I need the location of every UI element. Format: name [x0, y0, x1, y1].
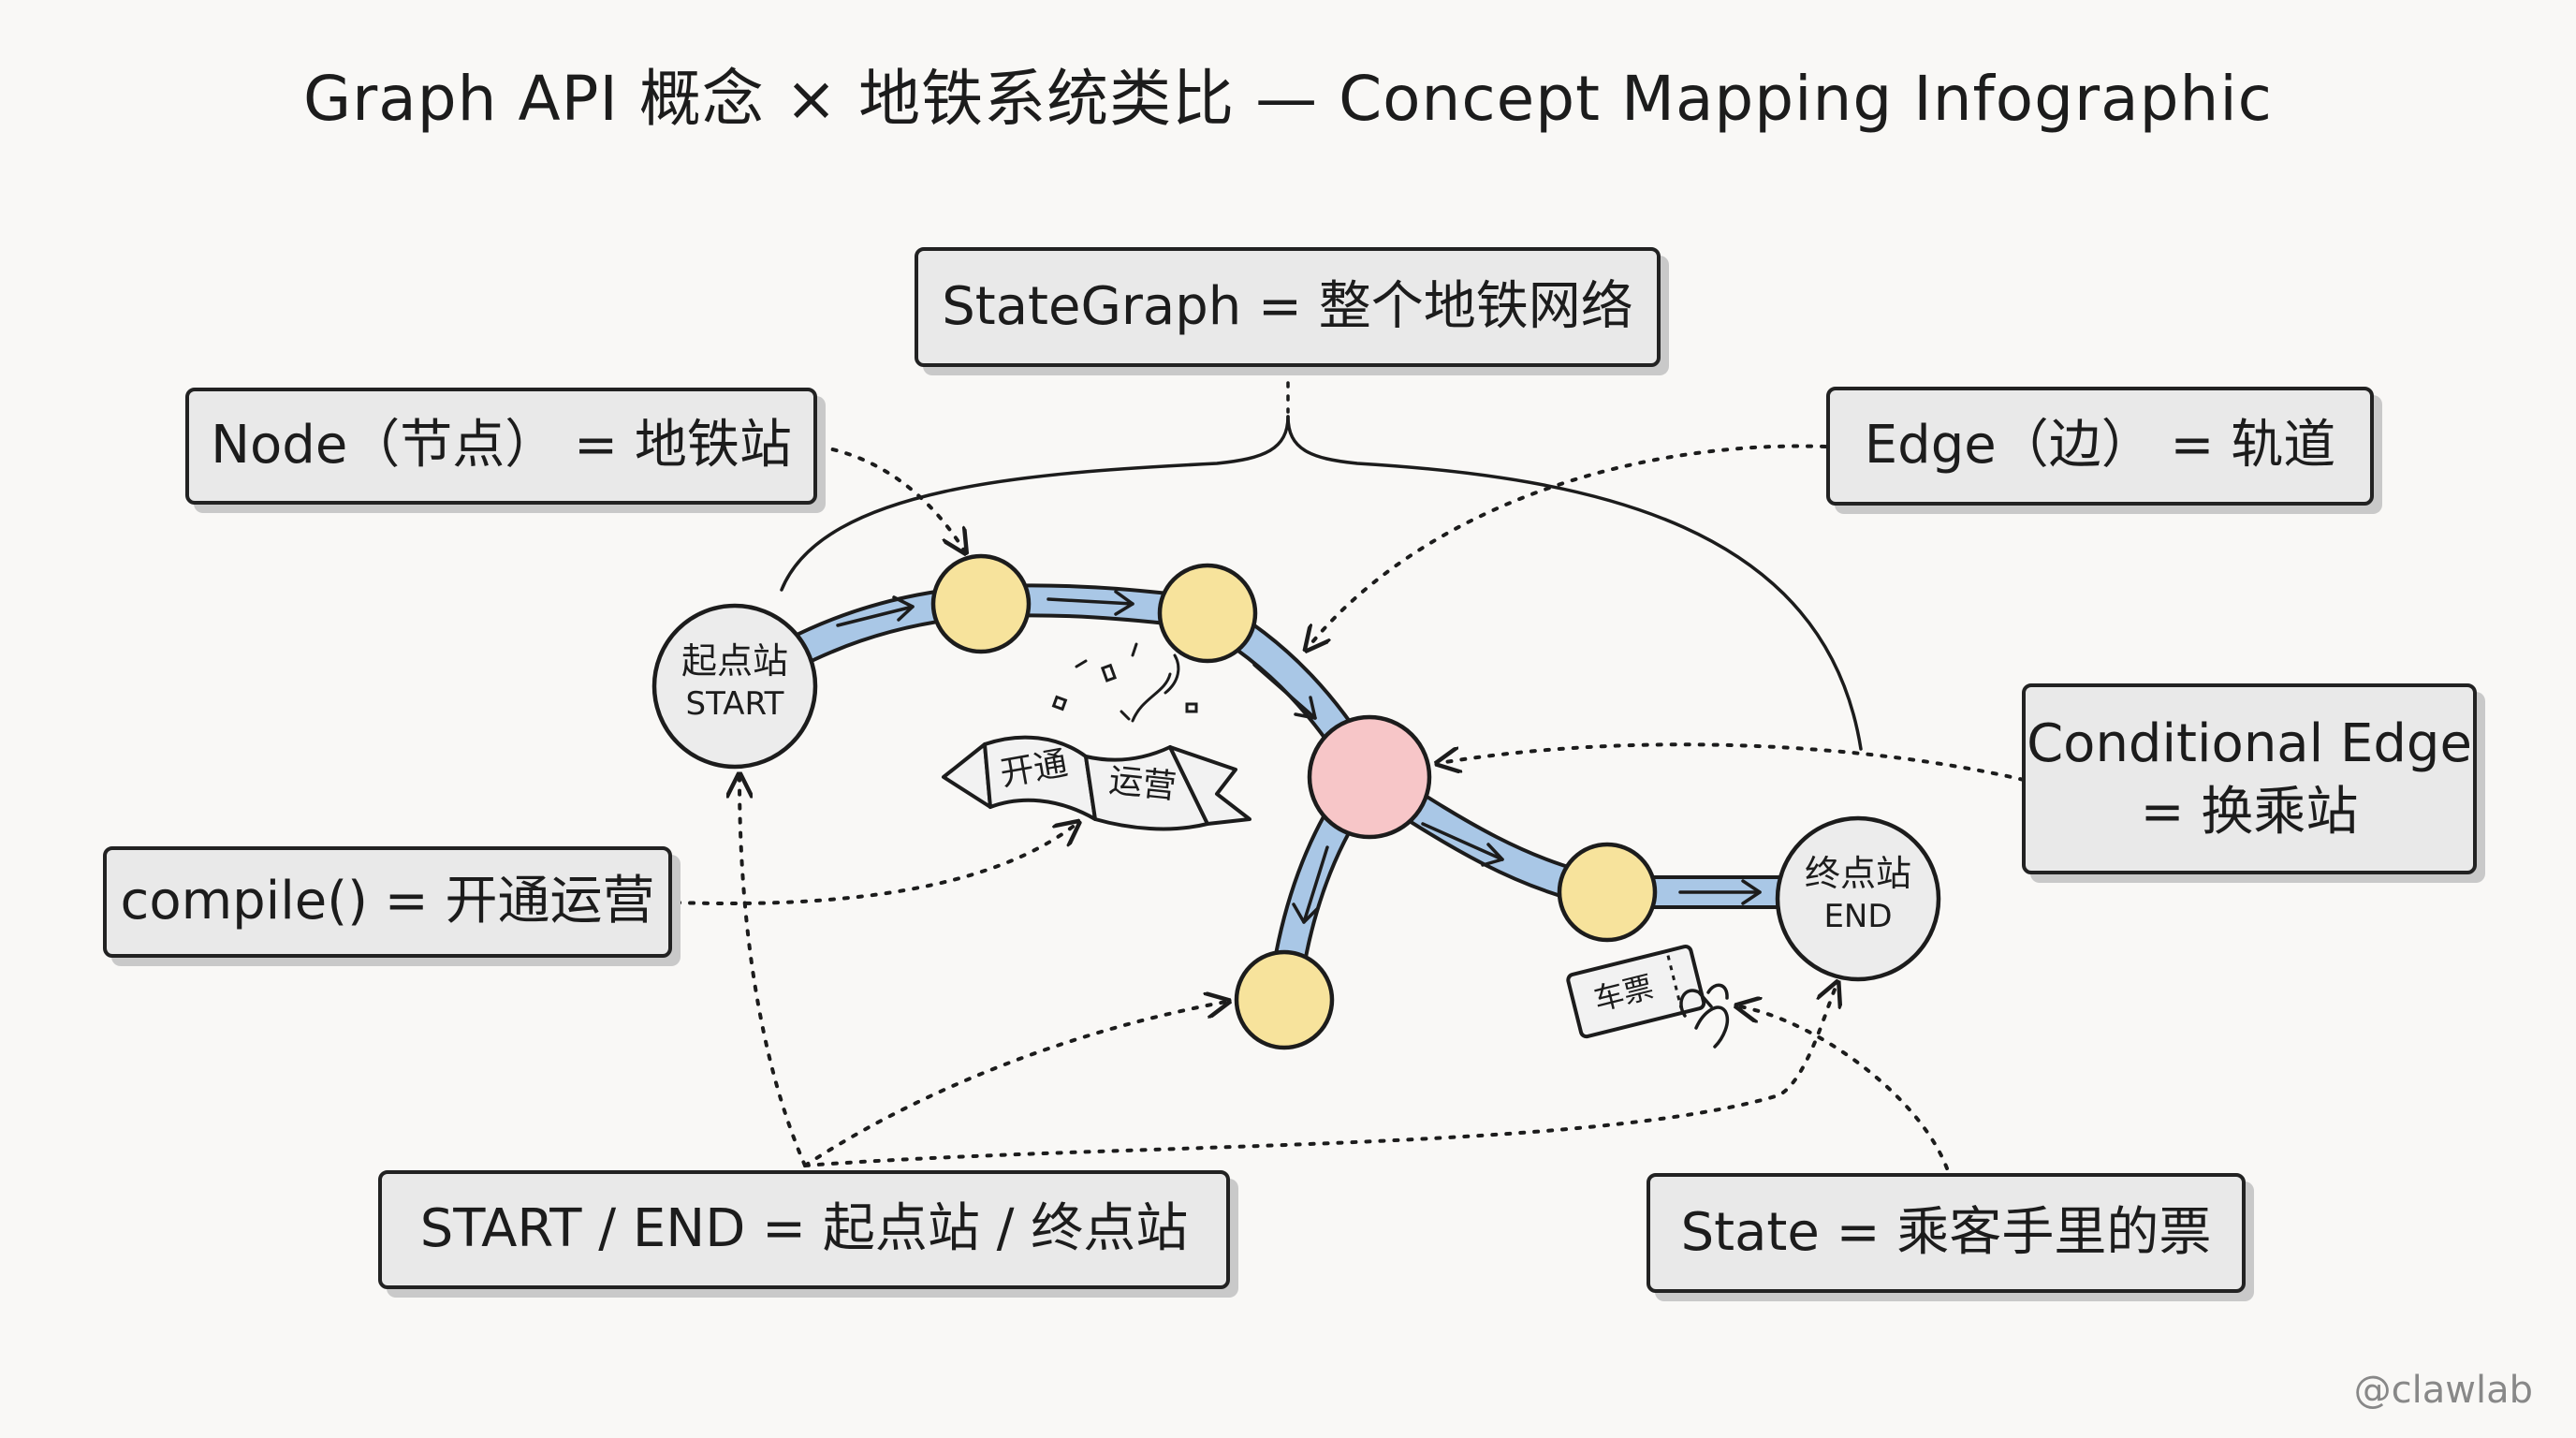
connector-start-to-startstation: [739, 777, 807, 1167]
start-station-zh: 起点站: [681, 640, 788, 682]
arrow-icon: [1678, 879, 1762, 905]
edge-box: Edge（边） = 轨道: [1826, 387, 2374, 506]
network-brace: [780, 368, 1863, 751]
page-title: Graph API 概念 × 地铁系统类比 — Concept Mapping …: [303, 63, 2273, 135]
connector-start-to-endstation: [803, 985, 1837, 1167]
arrow-icon: [1292, 845, 1329, 924]
stations: [651, 553, 1941, 1050]
ticket-icon: [1566, 945, 1706, 1039]
confetti-icon: [1051, 642, 1198, 723]
opening-banner: [942, 735, 1251, 831]
node-bottom: [1234, 949, 1335, 1050]
start-station: [651, 603, 818, 770]
conditional-edge-line2: = 换乘站: [2140, 782, 2359, 843]
hand-icon: [1679, 983, 1730, 1049]
dotted-connectors: [674, 444, 2026, 1170]
track-arrows: [836, 590, 1762, 924]
banner-right-text: 运营: [1106, 761, 1178, 807]
conditional-edge-line1: Conditional Edge: [2027, 713, 2472, 775]
end-station-label: 终点站 END: [1783, 852, 1933, 936]
start-station-en: START: [685, 684, 784, 723]
state-box: State = 乘客手里的票: [1647, 1173, 2246, 1293]
arrow-icon: [1046, 590, 1134, 616]
conditional-edge-box: Conditional Edge = 换乘站: [2022, 683, 2477, 874]
connector-edge: [1308, 444, 1827, 648]
connector-conditional: [1440, 742, 2026, 782]
start-station-label: 起点站 START: [660, 639, 810, 724]
arrow-icon: [1252, 663, 1317, 720]
node-1: [930, 553, 1032, 654]
track-lines: [732, 583, 1835, 1014]
connector-start-to-node-bottom: [803, 1002, 1226, 1167]
node-2: [1157, 563, 1258, 664]
connector-compile: [674, 824, 1076, 905]
connector-state-to-ticket: [1739, 1006, 1949, 1170]
arrow-icon: [836, 595, 915, 627]
compile-box: compile() = 开通运营: [103, 846, 672, 958]
arrow-icon: [1421, 822, 1504, 867]
start-end-box: START / END = 起点站 / 终点站: [378, 1170, 1230, 1289]
end-station: [1775, 815, 1941, 982]
connector-node: [817, 445, 964, 550]
node-3: [1557, 842, 1658, 943]
stategraph-box: StateGraph = 整个地铁网络: [915, 247, 1661, 367]
watermark: @clawlab: [2353, 1369, 2533, 1412]
transfer-node: [1307, 714, 1432, 840]
node-box: Node（节点） = 地铁站: [185, 388, 817, 505]
end-station-zh: 终点站: [1804, 853, 1911, 894]
end-station-en: END: [1823, 897, 1893, 935]
